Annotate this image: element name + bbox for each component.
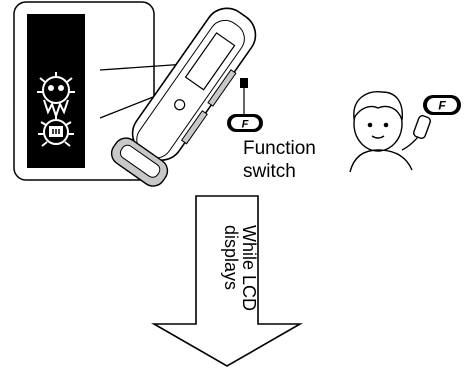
lcd-callout xyxy=(13,1,155,181)
function-button-icon-2: F xyxy=(423,95,461,115)
device-logo xyxy=(174,99,186,111)
function-switch-label: Function switch xyxy=(243,138,316,182)
while-lcd-displays-label: While LCD displays xyxy=(221,225,259,312)
device-body xyxy=(110,7,257,187)
lcd-screen xyxy=(27,14,85,168)
function-button-icon: F xyxy=(227,114,263,132)
mug-face-icon xyxy=(38,115,74,147)
svg-text:F: F xyxy=(242,119,249,131)
person-illustration xyxy=(349,91,431,173)
switch-marker xyxy=(240,78,248,88)
svg-text:F: F xyxy=(438,99,446,113)
bug-face-icon xyxy=(37,72,75,104)
down-arrow xyxy=(151,195,303,367)
device-lcd-window xyxy=(184,32,236,91)
callout-line-top xyxy=(99,63,187,71)
